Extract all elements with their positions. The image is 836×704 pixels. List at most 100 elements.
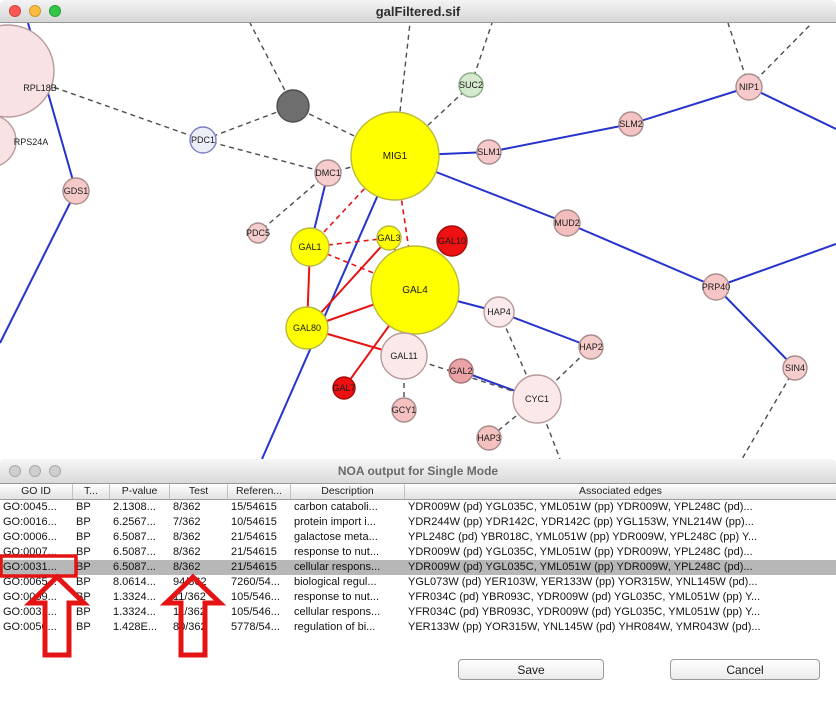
edge-hap4-cyc1[interactable] bbox=[498, 311, 538, 400]
cell-edges[interactable]: YDR009W (pd) YGL035C, YML051W (pp) YDR00… bbox=[408, 501, 753, 513]
column-header-edges[interactable]: Associated edges bbox=[579, 485, 662, 497]
cell-go-id[interactable]: GO:0045... bbox=[3, 501, 57, 513]
node-gray1[interactable] bbox=[276, 89, 310, 123]
cell-type[interactable]: BP bbox=[76, 546, 91, 558]
cell-go-id[interactable]: GO:0009... bbox=[3, 591, 57, 603]
node-hap2[interactable] bbox=[578, 334, 604, 360]
node-rps24a[interactable] bbox=[0, 115, 17, 167]
node-gal80[interactable] bbox=[285, 306, 329, 350]
cell-test[interactable]: 11/362 bbox=[173, 606, 206, 618]
column-header-type[interactable]: T... bbox=[73, 484, 110, 499]
cell-p-value[interactable]: 1.3324... bbox=[113, 591, 156, 603]
edge-dmc1-pdc5[interactable] bbox=[257, 172, 329, 234]
column-header-test[interactable]: Test bbox=[170, 484, 228, 499]
node-mig1[interactable] bbox=[350, 111, 440, 201]
cell-description[interactable]: biological regul... bbox=[294, 576, 377, 588]
edge-gds1-x[interactable] bbox=[0, 190, 77, 344]
cell-edges[interactable]: YGL073W (pd) YER103W, YER133W (pp) YOR31… bbox=[408, 576, 758, 588]
cell-edges[interactable]: YPL248C (pd) YBR018C, YML051W (pp) YDR00… bbox=[408, 531, 758, 543]
cell-test[interactable]: 8/362 bbox=[173, 501, 201, 513]
edge-prp40-x[interactable] bbox=[715, 243, 836, 288]
cell-reference[interactable]: 105/546... bbox=[231, 591, 280, 603]
table-row[interactable]: GO:0031... BP 6.5087... 8/362 21/54615 cellul… bbox=[0, 560, 836, 575]
node-gal11[interactable] bbox=[380, 332, 428, 380]
cell-go-id[interactable]: GO:0006... bbox=[3, 531, 57, 543]
cell-p-value[interactable]: 6.2567... bbox=[113, 516, 156, 528]
cell-reference[interactable]: 7260/54... bbox=[231, 576, 280, 588]
cell-go-id[interactable]: GO:0031... bbox=[3, 606, 57, 618]
node-rpl18b[interactable] bbox=[0, 24, 55, 118]
cell-edges[interactable]: YFR034C (pd) YBR093C, YDR009W (pd) YGL03… bbox=[408, 591, 761, 603]
cell-test[interactable]: 80/362 bbox=[173, 621, 207, 633]
cell-test[interactable]: 8/362 bbox=[173, 561, 201, 573]
cell-reference[interactable]: 21/54615 bbox=[231, 546, 277, 558]
zoom-button[interactable] bbox=[49, 465, 61, 477]
cell-type[interactable]: BP bbox=[76, 591, 91, 603]
edge-sin4-x[interactable] bbox=[741, 367, 796, 459]
node-nip1[interactable] bbox=[735, 73, 763, 101]
node-sin4[interactable] bbox=[782, 355, 808, 381]
cell-p-value[interactable]: 6.5087... bbox=[113, 561, 156, 573]
cell-description[interactable]: protein import i... bbox=[294, 516, 376, 528]
cell-test[interactable]: 7/362 bbox=[173, 516, 201, 528]
edge-nip1-x[interactable] bbox=[748, 23, 813, 88]
cell-p-value[interactable]: 2.1308... bbox=[113, 501, 156, 513]
node-hap3[interactable] bbox=[476, 425, 502, 451]
edge-nip1-x[interactable] bbox=[748, 86, 836, 130]
cell-test[interactable]: 8/362 bbox=[173, 531, 201, 543]
cell-type[interactable]: BP bbox=[76, 561, 91, 573]
node-mud2[interactable] bbox=[553, 209, 581, 237]
cell-reference[interactable]: 21/54615 bbox=[231, 531, 277, 543]
node-gcy1[interactable] bbox=[391, 397, 417, 423]
cell-go-id[interactable]: GO:0031... bbox=[3, 561, 57, 573]
cell-type[interactable]: BP bbox=[76, 576, 91, 588]
cell-go-id[interactable]: GO:0065... bbox=[3, 576, 57, 588]
cell-p-value[interactable]: 1.428E... bbox=[113, 621, 158, 633]
cell-p-value[interactable]: 6.5087... bbox=[113, 546, 156, 558]
node-cyc1[interactable] bbox=[512, 374, 562, 424]
node-dmc1[interactable] bbox=[314, 159, 342, 187]
node-slm2[interactable] bbox=[618, 111, 644, 137]
node-pdc1[interactable] bbox=[189, 126, 217, 154]
cell-edges[interactable]: YFR034C (pd) YBR093C, YDR009W (pd) YGL03… bbox=[408, 606, 761, 618]
cell-type[interactable]: BP bbox=[76, 621, 91, 633]
column-header-go-id[interactable]: GO ID bbox=[0, 484, 73, 499]
zoom-button[interactable] bbox=[49, 5, 61, 17]
cell-description[interactable]: galactose meta... bbox=[294, 531, 378, 543]
edge-gray1-x[interactable] bbox=[249, 23, 294, 107]
cell-reference[interactable]: 21/54615 bbox=[231, 561, 277, 573]
cell-test[interactable]: 94/362 bbox=[173, 576, 207, 588]
cell-type[interactable]: BP bbox=[76, 606, 91, 618]
cell-type[interactable]: BP bbox=[76, 531, 91, 543]
save-button[interactable]: Save bbox=[458, 659, 604, 680]
cell-p-value[interactable]: 1.3324... bbox=[113, 606, 156, 618]
minimize-button[interactable] bbox=[29, 5, 41, 17]
cell-edges[interactable]: YDR244W (pp) YDR142C, YDR142C (pp) YGL15… bbox=[408, 516, 754, 528]
cell-p-value[interactable]: 6.5087... bbox=[113, 531, 156, 543]
edge-mud2-prp40[interactable] bbox=[566, 222, 717, 288]
node-gal3[interactable] bbox=[376, 225, 402, 251]
minimize-button[interactable] bbox=[29, 465, 41, 477]
edge-slm1-slm2[interactable] bbox=[488, 123, 632, 153]
close-button[interactable] bbox=[9, 465, 21, 477]
cell-edges[interactable]: YDR009W (pd) YGL035C, YML051W (pp) YDR00… bbox=[408, 546, 753, 558]
close-button[interactable] bbox=[9, 5, 21, 17]
cell-reference[interactable]: 105/546... bbox=[231, 606, 280, 618]
edge-gray1-pdc1[interactable] bbox=[202, 105, 294, 141]
edge-prp40-sin4[interactable] bbox=[715, 286, 796, 369]
cell-test[interactable]: 11/362 bbox=[173, 591, 206, 603]
node-gal7[interactable] bbox=[332, 376, 356, 400]
cell-edges[interactable]: YDR009W (pd) YGL035C, YML051W (pp) YDR00… bbox=[408, 561, 753, 573]
cell-go-id[interactable]: GO:0007... bbox=[3, 546, 57, 558]
column-header-description[interactable]: Description bbox=[291, 484, 405, 499]
edge-pdc1-dmc1[interactable] bbox=[202, 139, 329, 174]
cell-go-id[interactable]: GO:0016... bbox=[3, 516, 57, 528]
cell-description[interactable]: cellular respons... bbox=[294, 561, 381, 573]
cell-description[interactable]: response to nut... bbox=[294, 546, 379, 558]
node-slm1[interactable] bbox=[476, 139, 502, 165]
